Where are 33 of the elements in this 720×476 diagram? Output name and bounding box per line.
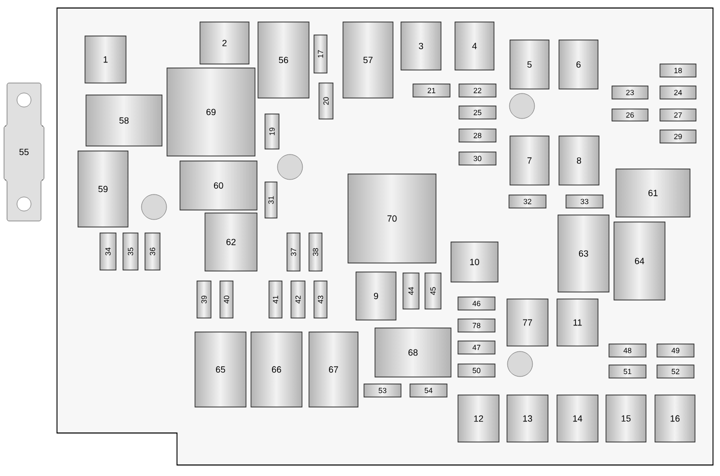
relay: 56: [258, 22, 310, 98]
relay: 59: [78, 150, 128, 228]
relay: 8: [558, 136, 600, 186]
relay: 70: [348, 174, 436, 264]
relay: 69: [166, 68, 256, 156]
relay: 64: [614, 222, 666, 300]
relay: 62: [204, 212, 258, 272]
relay: 65: [194, 332, 246, 408]
relay: 67: [308, 332, 358, 408]
relay: 60: [180, 160, 258, 210]
holder-fuse: 55: [4, 82, 44, 222]
relay: 2: [200, 22, 250, 64]
relay: 6: [558, 40, 598, 90]
relay: 5: [510, 40, 550, 90]
relay: 7: [510, 136, 550, 186]
relay: 58: [86, 94, 162, 146]
relay: 57: [342, 22, 394, 98]
relay: 15: [606, 394, 646, 442]
relay: 68: [374, 328, 452, 378]
relay: 16: [654, 394, 696, 442]
relay: 4: [454, 22, 494, 70]
relay: 13: [506, 394, 548, 442]
relay: 14: [556, 394, 598, 442]
relay: 63: [558, 214, 610, 292]
relay: 61: [616, 168, 690, 218]
relay: 11: [556, 298, 598, 346]
relay: 1: [84, 36, 126, 84]
relay: 10: [450, 242, 498, 282]
relay: 77: [506, 298, 548, 346]
relay: 3: [400, 22, 442, 70]
relay: 66: [250, 332, 302, 408]
relay: 9: [356, 272, 396, 320]
relay: 12: [458, 394, 500, 442]
